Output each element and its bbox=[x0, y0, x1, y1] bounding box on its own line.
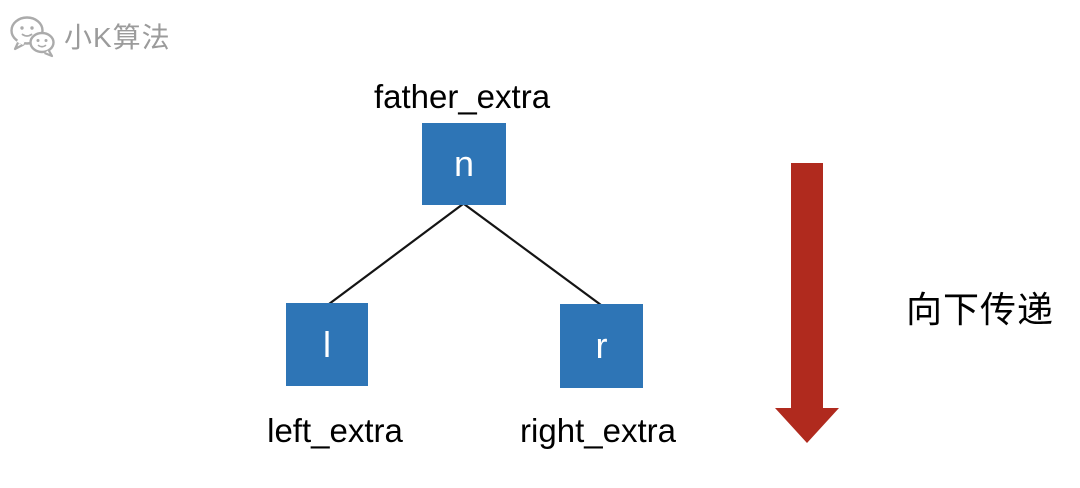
wechat-icon bbox=[10, 16, 55, 58]
down-arrow-icon bbox=[775, 163, 839, 443]
tree-node-right-letter: r bbox=[595, 325, 608, 366]
right-extra-label: right_extra bbox=[520, 412, 676, 449]
tree-node-left: l bbox=[286, 303, 368, 386]
wechat-account-header: 小K算法 bbox=[8, 14, 171, 58]
account-name-label: 小K算法 bbox=[64, 22, 171, 53]
tree-edge-left bbox=[328, 203, 464, 305]
tree-node-father: n bbox=[422, 123, 506, 205]
tree-edge-right bbox=[463, 203, 602, 306]
tree-node-right: r bbox=[560, 304, 643, 388]
tree-node-left-letter: l bbox=[323, 323, 331, 365]
tree-node-father-letter: n bbox=[453, 143, 475, 184]
left-extra-label: left_extra bbox=[267, 412, 403, 449]
pass-down-annotation: 向下传递 bbox=[906, 289, 1055, 330]
father-extra-label: father_extra bbox=[373, 78, 551, 115]
